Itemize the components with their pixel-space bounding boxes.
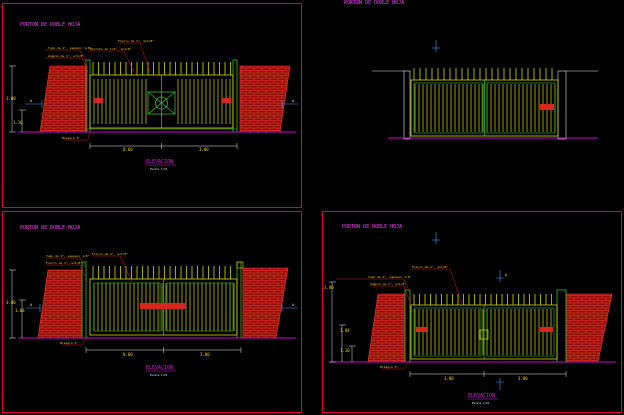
sheet-title: PORTON DE DOBLE HOJA (20, 225, 80, 231)
gate-bars (414, 84, 556, 132)
drawing-scale: Escala 1/25 (150, 373, 168, 377)
frame-bottom-left (2, 211, 302, 413)
annotation-hinge: Bisagra 3" (60, 341, 78, 345)
annotation-hinge: Bisagra 3" (62, 136, 80, 140)
annotation-fierro-a: Fierro de 1", e=1/8" (92, 252, 128, 256)
dim-right: 3.00 (199, 147, 209, 152)
post-right (232, 59, 238, 133)
post-right (556, 289, 567, 363)
leaf-right-inner (486, 82, 556, 134)
post-right (557, 70, 567, 140)
latch-left (94, 98, 103, 103)
annotation-tube-a: Tubo de 2", espesor 1/8" (368, 275, 412, 279)
dimensions (9, 255, 242, 353)
section-marker-left (26, 304, 41, 312)
sheet-top-right: PORTON DE DOBLE HOJA (344, 0, 598, 140)
brick-wall-right (565, 293, 613, 363)
picket-fringe (92, 62, 231, 75)
section-mark-right: A (292, 99, 295, 103)
leaf-right-inner (486, 307, 555, 357)
dim-low: 1.10 (13, 120, 23, 125)
section-mark-top: A (505, 273, 508, 277)
annotation-tube-a: Tubo de 2", espesor 1/8" (48, 46, 92, 50)
annotation-tube-a: Tubo de 2", espesor 1/8" (46, 254, 90, 258)
sheet-top-left: PORTON DE DOBLE HOJA (6, 22, 298, 171)
section-mark-left: A (30, 99, 33, 103)
dim-left: 0.60 (123, 352, 133, 357)
gate-bars (414, 309, 552, 355)
brick-wall-left (37, 269, 83, 339)
section-marker-top (432, 40, 440, 52)
post-cap-right (236, 261, 244, 269)
dim-left: 3.00 (444, 376, 454, 381)
frame-top-left (2, 3, 302, 208)
annotation-tube-b: Fierro de 1", e=1/8" (46, 261, 82, 265)
post-left (403, 70, 411, 140)
dim-mid: 1.84 (340, 328, 350, 333)
section-marker-top (432, 232, 440, 244)
annotation-hinge: Bisagra 3" (380, 365, 398, 369)
dim-right: 3.00 (200, 352, 210, 357)
dim-height: 3.00 (6, 300, 16, 305)
brick-wall-right (242, 267, 289, 339)
annotation-fierro-b: Barrote de 1/2", e=1/8" (90, 47, 132, 51)
drawing-caption: ELEVACION (468, 393, 495, 399)
brick-wall-left (39, 65, 88, 133)
drawing-caption: ELEVACION (146, 365, 173, 371)
latch-right (540, 327, 553, 332)
picket-fringe (413, 294, 552, 305)
dim-right: 3.00 (518, 376, 528, 381)
section-marker-right (496, 270, 504, 390)
annotation-fierro-a: Fierro de 1", e=1/8" (412, 265, 448, 269)
section-mark-left: A (30, 303, 33, 307)
dim-height: 3.00 (324, 285, 334, 290)
brick-wall-left (367, 293, 406, 363)
latch-left (416, 327, 428, 332)
section-marker-right (281, 304, 298, 312)
frame-bottom-right (322, 211, 622, 413)
annotation-fierro-a: Fierro de 1", e=1/8" (118, 39, 154, 43)
drawing-scale: Escala 1/25 (150, 167, 168, 171)
leaf-left-inner (413, 82, 483, 134)
sheet-bottom-left: PORTON DE DOBLE HOJA 3.00 1.84 0.60 3.00… (6, 225, 298, 377)
latch-right (222, 98, 231, 103)
section-marker-left (25, 100, 43, 108)
sheet-frames (2, 3, 622, 413)
drawing-scale: Escala 1/25 (472, 401, 490, 405)
gate-bars (93, 79, 231, 124)
dim-left: 0.60 (123, 147, 133, 152)
latch-right (540, 104, 554, 110)
brick-wall-right (239, 65, 291, 133)
sheet-title: PORTON DE DOBLE HOJA (344, 0, 404, 6)
picket-fringe (92, 266, 231, 279)
dimensions (329, 268, 567, 377)
drawing-caption: ELEVACION (146, 159, 173, 165)
picket-fringe (413, 68, 553, 80)
dim-height: 3.00 (6, 96, 16, 101)
latch-center (140, 303, 186, 309)
sheet-bottom-right: PORTON DE DOBLE HOJA 3.00 1 (324, 224, 616, 405)
sheet-title: PORTON DE DOBLE HOJA (20, 22, 80, 28)
post-right (236, 261, 242, 339)
dimensions (9, 42, 238, 149)
dim-mid: 1.84 (15, 308, 25, 313)
dim-low: 1.10 (340, 348, 350, 353)
center-ornament (147, 91, 176, 115)
section-mark-right: A (292, 303, 295, 307)
sheet-title: PORTON DE DOBLE HOJA (342, 224, 402, 230)
lock-box (479, 329, 489, 340)
leaf-left-inner (413, 307, 482, 357)
annotation-tube-b: Angulo de 1", e=1/8" (48, 54, 84, 58)
section-marker-right (281, 100, 298, 108)
annotation-tube-b: Angulo de 1", e=1/8" (370, 282, 406, 286)
